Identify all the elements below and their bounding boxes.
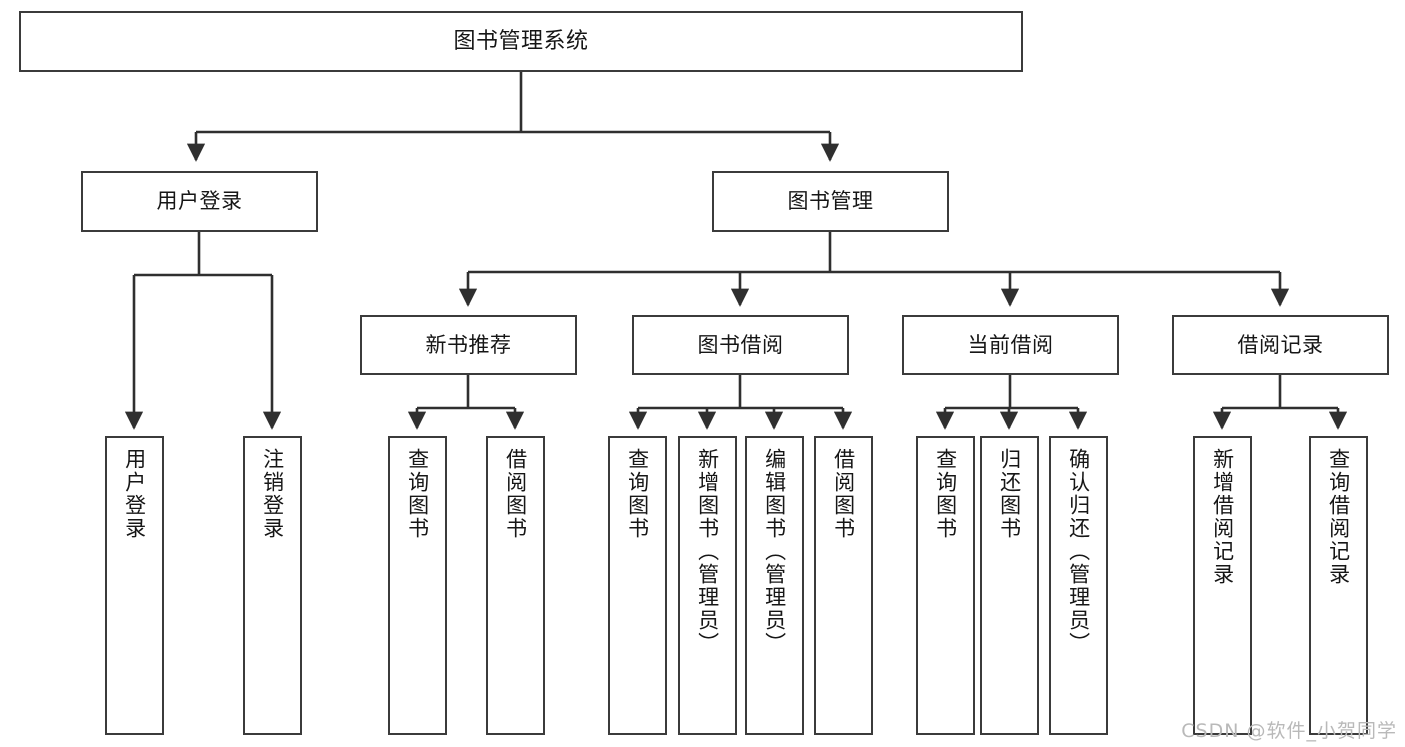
node-book-manage[interactable]: 图书管理	[712, 171, 949, 232]
node-label: 新增图书（管理员）	[695, 448, 720, 655]
node-label: 图书管理系统	[453, 28, 589, 54]
node-label: 图书管理	[787, 189, 874, 214]
node-leaf-query-book-1[interactable]: 查询图书	[388, 436, 447, 735]
node-leaf-add-book[interactable]: 新增图书（管理员）	[678, 436, 737, 735]
node-label: 查询图书	[933, 448, 958, 540]
node-root-system[interactable]: 图书管理系统	[19, 11, 1023, 72]
node-label: 当前借阅	[967, 332, 1054, 357]
node-label: 确认归还（管理员）	[1066, 448, 1091, 655]
csdn-watermark: CSDN @软件_小贺同学	[1181, 720, 1397, 742]
node-leaf-logout-login[interactable]: 注销登录	[243, 436, 302, 735]
node-label: 归还图书	[997, 448, 1022, 540]
node-leaf-user-login[interactable]: 用户登录	[105, 436, 164, 735]
node-label: 新书推荐	[425, 332, 512, 357]
node-leaf-return-book[interactable]: 归还图书	[980, 436, 1039, 735]
node-label: 查询图书	[625, 448, 650, 540]
node-label: 借阅记录	[1237, 332, 1324, 357]
node-leaf-confirm-return[interactable]: 确认归还（管理员）	[1049, 436, 1108, 735]
node-label: 用户登录	[122, 448, 147, 540]
node-leaf-query-book-2[interactable]: 查询图书	[608, 436, 667, 735]
node-label: 借阅图书	[831, 448, 856, 540]
node-label: 编辑图书（管理员）	[762, 448, 787, 655]
node-leaf-edit-book[interactable]: 编辑图书（管理员）	[745, 436, 804, 735]
node-label: 查询图书	[405, 448, 430, 540]
node-leaf-borrow-book-2[interactable]: 借阅图书	[814, 436, 873, 735]
node-leaf-query-record[interactable]: 查询借阅记录	[1309, 436, 1368, 735]
node-current-borrow[interactable]: 当前借阅	[902, 315, 1119, 375]
node-leaf-borrow-book-1[interactable]: 借阅图书	[486, 436, 545, 735]
node-label: 新增借阅记录	[1210, 448, 1235, 586]
node-label: 查询借阅记录	[1326, 448, 1351, 586]
node-leaf-add-record[interactable]: 新增借阅记录	[1193, 436, 1252, 735]
node-label: 用户登录	[156, 189, 243, 214]
node-borrow-record[interactable]: 借阅记录	[1172, 315, 1389, 375]
node-label: 图书借阅	[697, 332, 784, 357]
node-label: 注销登录	[260, 448, 285, 540]
node-label: 借阅图书	[503, 448, 528, 540]
node-leaf-query-book-3[interactable]: 查询图书	[916, 436, 975, 735]
node-book-borrow[interactable]: 图书借阅	[632, 315, 849, 375]
node-user-login[interactable]: 用户登录	[81, 171, 318, 232]
node-new-book-recommend[interactable]: 新书推荐	[360, 315, 577, 375]
